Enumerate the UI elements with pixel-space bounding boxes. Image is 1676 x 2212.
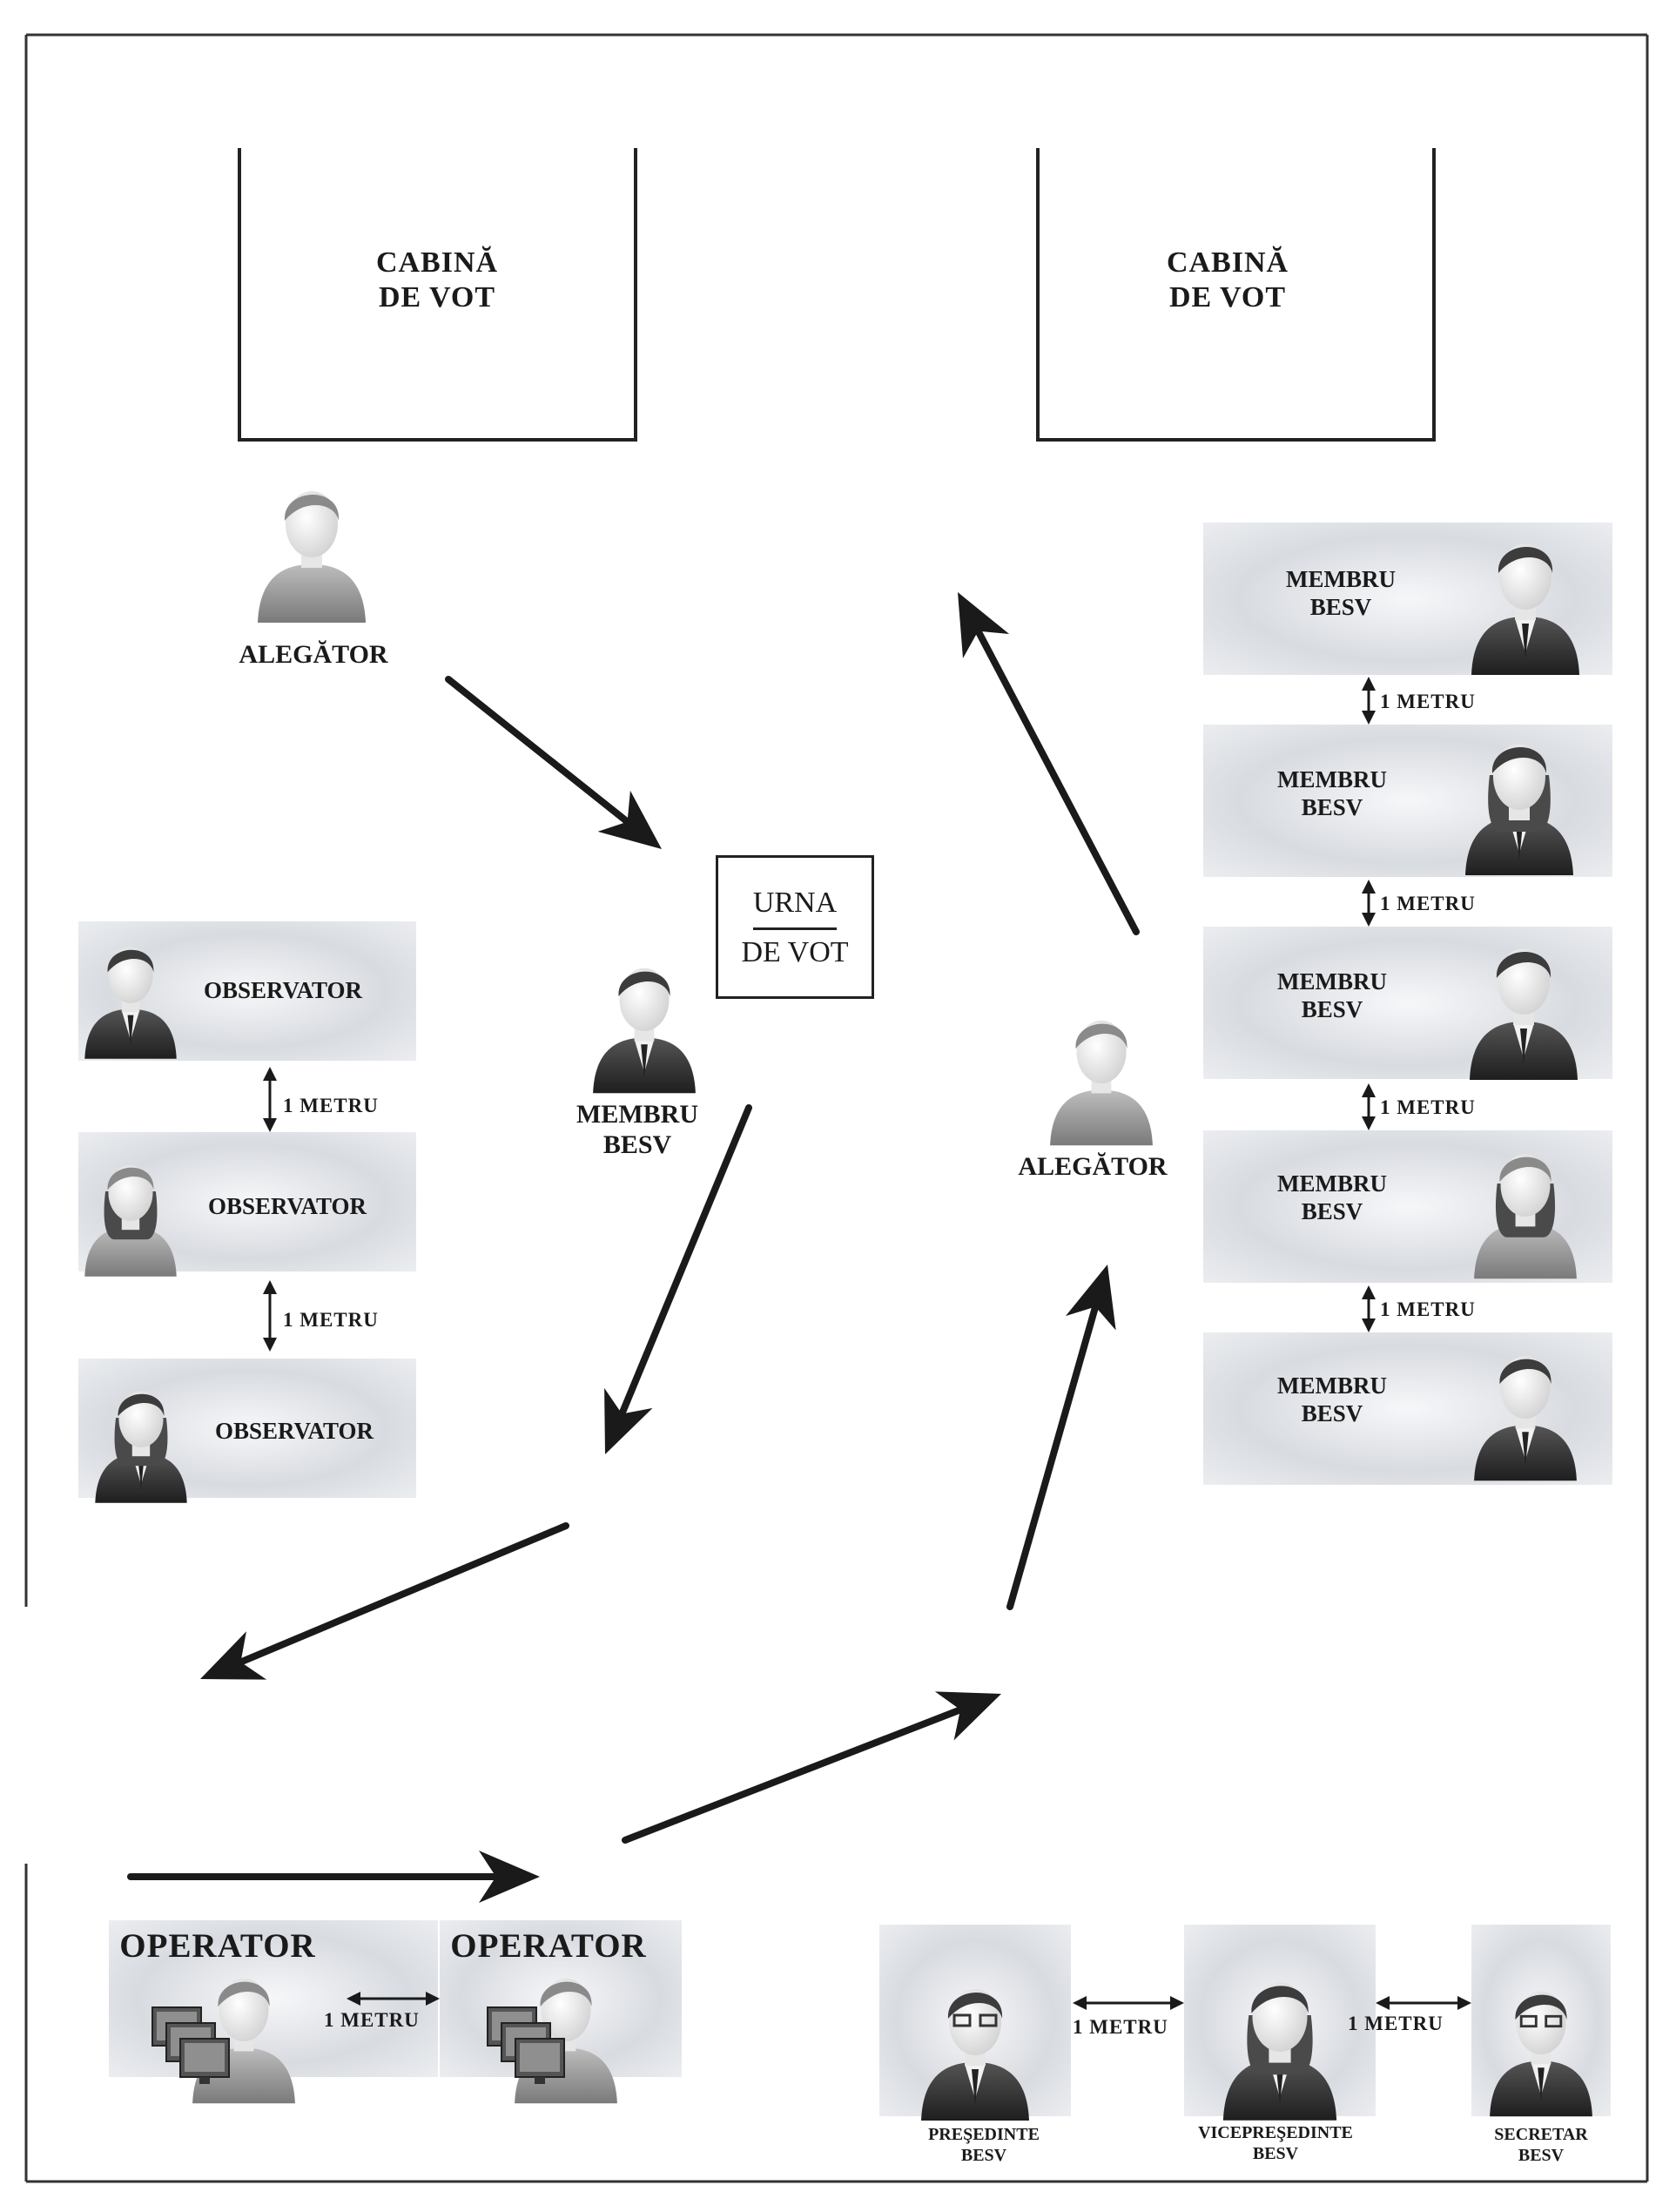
page-frame (24, 33, 1649, 2183)
president-person-icon (921, 1989, 1029, 2121)
observer-label-3: OBSERVATOR (214, 1418, 374, 1444)
distance-label-lead-2: 1 METRU (1348, 2013, 1444, 2034)
observer-person-icon-3 (95, 1391, 187, 1503)
observer-label-1: OBSERVATOR (203, 977, 363, 1003)
double-arrow-mem-4 (1362, 1285, 1376, 1332)
distance-label-obs-1: 1 METRU (283, 1095, 379, 1116)
distance-label-obs-2: 1 METRU (283, 1309, 379, 1331)
distance-label-mem-2: 1 METRU (1380, 893, 1476, 914)
double-arrow-mem-1 (1362, 677, 1376, 725)
flow-arrow-to-operators (127, 1851, 540, 1903)
double-arrow-mem-3 (1362, 1083, 1376, 1130)
member-person-icon-5 (1474, 1355, 1577, 1481)
observer-person-icon-2 (84, 1164, 177, 1277)
distance-label-mem-4: 1 METRU (1380, 1298, 1476, 1320)
double-arrow-operators (347, 1992, 440, 2006)
operator-monitor-icon-2 (487, 2006, 565, 2084)
distance-label-mem-3: 1 METRU (1380, 1096, 1476, 1118)
double-arrow-mem-2 (1362, 880, 1376, 927)
voter-person-icon-right (1050, 1020, 1153, 1146)
flow-arrow-to-entry (200, 1522, 569, 1680)
flow-arrows (127, 592, 1471, 2010)
person-figures (84, 491, 1592, 2121)
flow-arrow-member-down (604, 1104, 752, 1454)
double-arrow-lead-2 (1376, 1996, 1471, 2010)
voting-booth-right (1036, 148, 1436, 442)
secretary-person-icon (1490, 1991, 1592, 2117)
observer-label-2: OBSERVATOR (207, 1193, 367, 1219)
distance-label-mem-1: 1 METRU (1380, 691, 1476, 712)
member-person-icon-4 (1474, 1153, 1577, 1279)
distance-label-lead-1: 1 METRU (1073, 2016, 1168, 2038)
voting-booth-left (238, 148, 637, 442)
double-arrow-obs-2 (263, 1280, 277, 1352)
observer-person-icon-1 (84, 947, 177, 1059)
member-person-icon-1 (1471, 543, 1579, 675)
member-person-icon-2 (1465, 744, 1573, 875)
voter-label-top: ALEGĂTOR (239, 640, 388, 669)
distance-label-operators: 1 METRU (324, 2009, 420, 2031)
double-arrow-lead-1 (1073, 1996, 1184, 2010)
ballot-box: URNA DE VOT (716, 855, 874, 999)
flow-arrow-voter-to-urn (445, 676, 662, 849)
operator-label-2: OPERATOR (450, 1927, 647, 1965)
voter-label-right: ALEGĂTOR (1018, 1152, 1168, 1181)
vicepresident-person-icon (1222, 1982, 1337, 2121)
flow-arrow-to-booth (958, 592, 1140, 935)
center-member-person-icon (593, 968, 696, 1094)
operator-monitor-icon-1 (151, 2006, 230, 2084)
double-arrow-obs-1 (263, 1067, 277, 1132)
flow-arrow-operators-up (622, 1691, 1001, 1844)
voter-person-icon-top (258, 491, 366, 623)
member-person-icon-3 (1470, 948, 1578, 1080)
operator-label-1: OPERATOR (119, 1927, 316, 1965)
flow-arrow-to-voter-right (1006, 1264, 1116, 1610)
